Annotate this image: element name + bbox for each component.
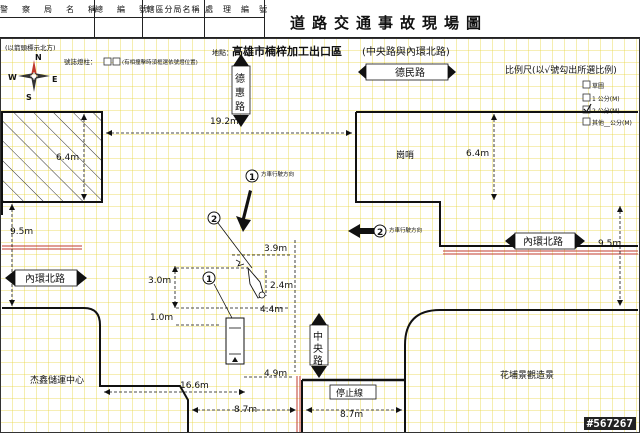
v2-label: 方車行駛方向 [389,226,422,234]
header-label-total-no: 總 編 號 [95,5,150,14]
measure-19-2: 19.2m [210,117,239,127]
scale-checkbox-3[interactable] [582,117,591,126]
street-zhongyang-2: 央 [313,342,323,355]
scale-option-0: 草圖 [592,82,604,90]
hatched-building [1,111,103,203]
measure-16-6: 16.6m [180,381,209,391]
street-neihuan-left: 內環北路 [25,272,65,285]
location-name: 高雄市楠梓加工出口區 [232,44,342,58]
vehicle-marker-2: 2 [207,211,253,269]
impact-mark [235,259,245,267]
building-shangshao: 崗哨 [396,149,414,161]
header-cell-branch: 轄區分局名稱 [143,0,205,38]
scale-option-3: 其他__公分(M) [592,119,632,127]
building-huapu: 花埔景觀造景 [500,369,554,381]
stop-line-label: 停止線 [336,387,363,399]
measure-8-7-right: 8.7m [340,410,363,420]
dimension-lines [11,114,621,411]
header-cell-case-no: 處 理 編 號 [205,0,268,38]
compass-e: E [52,75,57,84]
measure-9-5-left: 9.5m [10,227,33,237]
scale-option-1: 1 公分(M) [592,95,620,103]
scale-checkbox-0[interactable] [582,80,591,89]
measurements: 19.2m 6.4m 6.4m 9.5m 9.5m 3.9m 2.4m 3.0m… [10,117,621,420]
signal-label: 號誌燈柱： [64,57,97,66]
arrow-up-icon [233,54,249,66]
measure-3-9: 3.9m [264,244,287,254]
street-labels: 德民路 德 惠 路 內環北路 內環北路 中 央 路 [5,54,585,378]
location-detail: (中央路與內環北路) [362,45,450,58]
header-label-branch: 轄區分局名稱 [146,5,201,14]
header-cell-total-no: 總 編 號 [95,0,150,38]
measure-4-4: 4.4m [260,305,283,315]
north-note: (以箭頭標示北方) [5,43,56,52]
street-neihuan-right: 內環北路 [523,235,563,248]
compass-n: N [35,53,42,62]
image-id-badge: #567267 [583,417,636,430]
north-compass: N E W S [8,53,57,102]
v1-label: 方車行駛方向 [261,170,294,178]
road-edges [1,111,638,432]
curb-lines [2,245,638,432]
measure-8-7-left: 8.7m [234,405,257,415]
arrow-down-icon [236,190,252,232]
measure-2-4: 2.4m [270,281,293,291]
signal-checkbox-a[interactable] [103,57,112,66]
signal-checkbox-b[interactable] [112,57,121,66]
street-zhongyang-1: 中 [313,330,323,343]
arrow-down-icon [233,115,249,127]
marker1-num: 1 [206,275,212,285]
marker2-num: 2 [211,215,217,225]
street-deming: 德民路 [395,66,425,79]
car [225,317,245,365]
location-prefix: 地點： [212,48,233,57]
street-dehui-2: 惠 [235,86,245,99]
street-zhongyang-3: 路 [313,354,323,367]
signal-note: (有相撞擊時須框選依號燈位置) [122,58,198,66]
measure-6-4-right: 6.4m [466,149,489,159]
building-jiexin: 杰鑫儲運中心 [30,374,84,386]
form-header: 警 察 局 名 稱 總 編 號 轄區分局名稱 處 理 編 號 道路交通事故現場圖 [0,0,640,38]
dimension-arrows [9,114,623,413]
measure-6-4-left: 6.4m [56,153,79,163]
arrow-left-icon [348,224,374,238]
header-label-case-no: 處 理 編 號 [205,5,268,14]
header-label-police: 警 察 局 名 稱 [0,5,99,14]
motorcycle [247,266,266,299]
page-title: 道路交通事故現場圖 [290,14,489,32]
measure-3-0: 3.0m [148,276,171,286]
scale-checkbox-1[interactable] [582,93,591,102]
vehicle-1-direction: 1 方車行駛方向 [236,169,294,232]
street-dehui-3: 路 [235,100,245,113]
street-dehui-1: 德 [235,72,245,85]
measure-4-9: 4.9m [264,369,287,379]
measure-1-0: 1.0m [150,313,173,323]
vehicle-2-direction: 2 方車行駛方向 [348,224,422,238]
vehicle-marker-1: 1 [202,271,233,319]
scale-title: 比例尺(以√號勾出所選比例) [505,64,617,76]
header-cell-police: 警 察 局 名 稱 [0,0,99,38]
v2-num: 2 [377,228,383,238]
compass-w: W [8,73,17,82]
v1-num: 1 [249,173,255,183]
measure-9-5-right: 9.5m [598,239,621,249]
compass-s: S [26,93,32,102]
